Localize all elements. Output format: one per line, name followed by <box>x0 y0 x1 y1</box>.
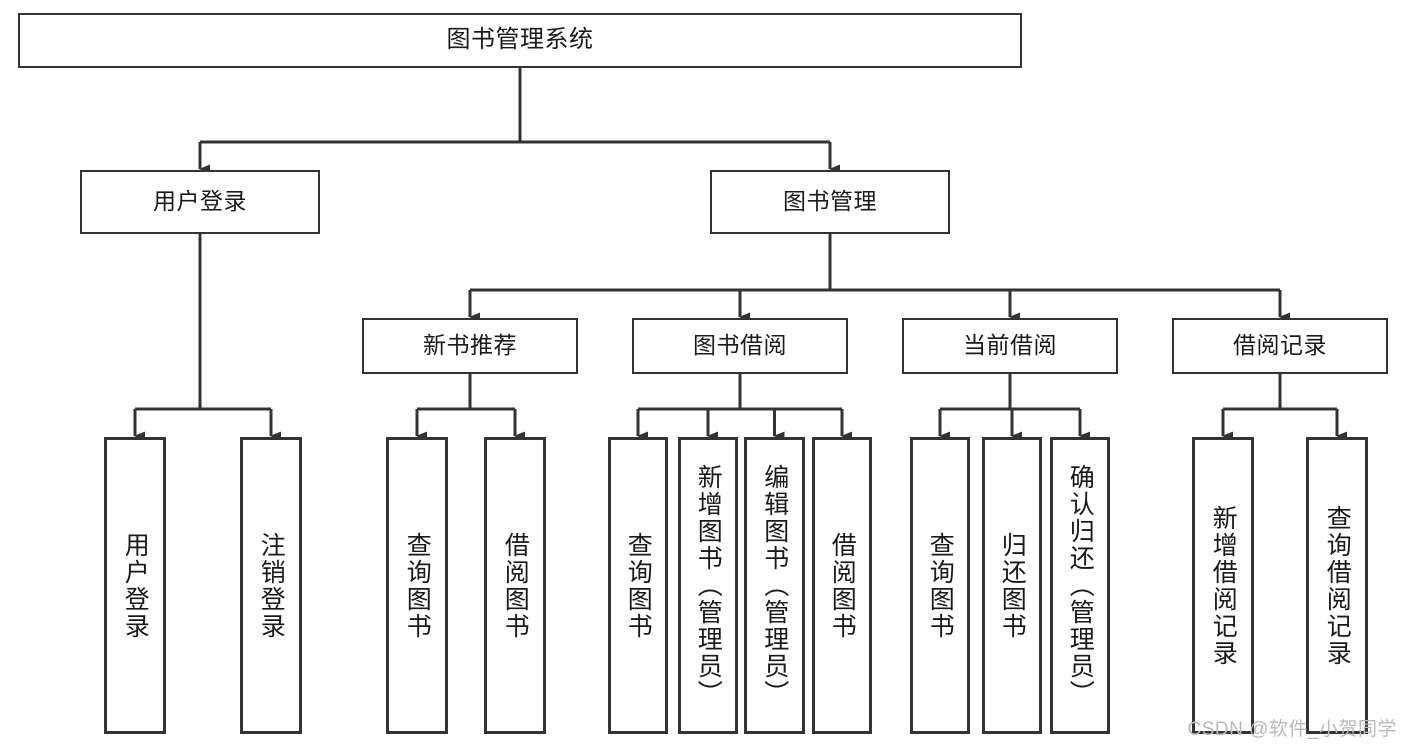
node-leaf-add-book[interactable]: 新增图书（管理员） <box>678 437 738 734</box>
node-user-login-label: 用户登录 <box>153 188 247 215</box>
node-user-login[interactable]: 用户登录 <box>80 170 320 234</box>
node-leaf-add-record-label: 新增借阅记录 <box>1209 504 1238 667</box>
node-leaf-user-logout[interactable]: 注销登录 <box>240 437 302 734</box>
node-leaf-query-record[interactable]: 查询借阅记录 <box>1306 437 1368 734</box>
node-leaf-return-book-label: 归还图书 <box>998 531 1027 640</box>
node-leaf-query-book-3-label: 查询图书 <box>926 531 955 640</box>
node-book-borrow-label: 图书借阅 <box>693 332 787 359</box>
node-leaf-user-login-label: 用户登录 <box>121 531 150 640</box>
node-leaf-borrow-book-1[interactable]: 借阅图书 <box>484 437 546 734</box>
node-leaf-borrow-book-2-label: 借阅图书 <box>828 531 857 640</box>
node-leaf-confirm-return[interactable]: 确认归还（管理员） <box>1050 437 1110 734</box>
node-leaf-edit-book-label: 编辑图书（管理员） <box>760 464 789 707</box>
node-current-borrow[interactable]: 当前借阅 <box>902 318 1118 374</box>
node-leaf-query-book-1-label: 查询图书 <box>403 531 432 640</box>
node-current-borrow-label: 当前借阅 <box>963 332 1057 359</box>
node-leaf-return-book[interactable]: 归还图书 <box>982 437 1042 734</box>
node-leaf-confirm-return-label: 确认归还（管理员） <box>1066 464 1095 707</box>
node-borrow-record[interactable]: 借阅记录 <box>1172 318 1388 374</box>
node-leaf-borrow-book-1-label: 借阅图书 <box>501 531 530 640</box>
node-book-borrow[interactable]: 图书借阅 <box>632 318 848 374</box>
node-root-label: 图书管理系统 <box>446 26 594 54</box>
edge-group <box>133 68 1347 441</box>
node-leaf-query-book-2[interactable]: 查询图书 <box>608 437 668 734</box>
node-leaf-query-book-2-label: 查询图书 <box>624 531 653 640</box>
node-borrow-record-label: 借阅记录 <box>1233 332 1327 359</box>
node-book-management[interactable]: 图书管理 <box>710 170 950 234</box>
node-new-book-recommend[interactable]: 新书推荐 <box>362 318 578 374</box>
watermark-text: CSDN @软件_小贺同学 <box>1187 719 1397 740</box>
node-leaf-query-record-label: 查询借阅记录 <box>1323 504 1352 667</box>
node-leaf-add-book-label: 新增图书（管理员） <box>694 464 723 707</box>
node-root[interactable]: 图书管理系统 <box>18 13 1022 68</box>
node-leaf-query-book-1[interactable]: 查询图书 <box>386 437 448 734</box>
node-leaf-borrow-book-2[interactable]: 借阅图书 <box>812 437 872 734</box>
node-leaf-edit-book[interactable]: 编辑图书（管理员） <box>744 437 805 734</box>
node-new-book-recommend-label: 新书推荐 <box>423 332 517 359</box>
node-leaf-query-book-3[interactable]: 查询图书 <box>910 437 970 734</box>
node-book-management-label: 图书管理 <box>783 188 877 215</box>
node-leaf-user-login[interactable]: 用户登录 <box>104 437 166 734</box>
node-leaf-user-logout-label: 注销登录 <box>257 531 286 640</box>
node-leaf-add-record[interactable]: 新增借阅记录 <box>1192 437 1254 734</box>
